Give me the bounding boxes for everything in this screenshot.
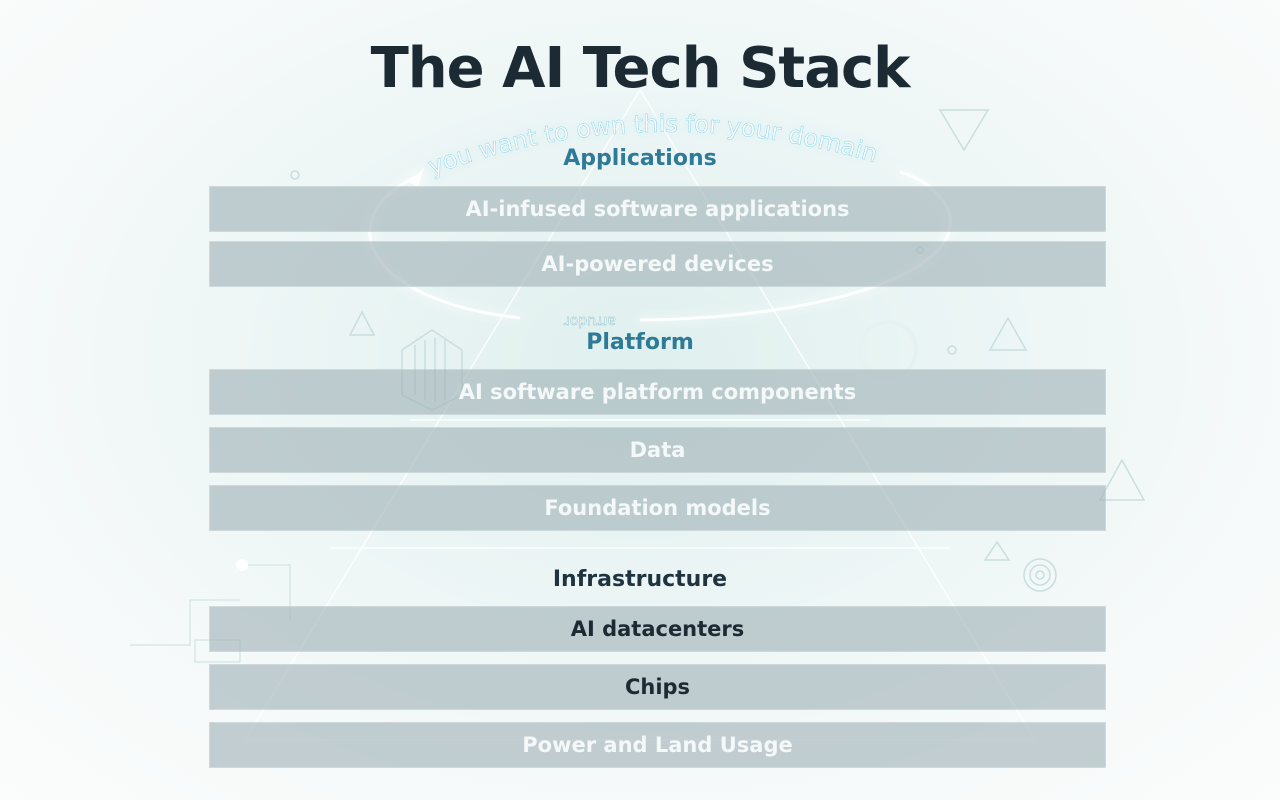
layer-ai-infused-software: AI-infused software applications — [209, 186, 1106, 232]
layer-ai-datacenters: AI datacenters — [209, 606, 1106, 652]
layer-power-land-usage: Power and Land Usage — [209, 722, 1106, 768]
triangle-deco-icon — [348, 310, 376, 336]
layer-chips: Chips — [209, 664, 1106, 710]
section-label-platform: Platform — [586, 330, 694, 355]
section-label-infrastructure: Infrastructure — [552, 567, 728, 592]
page-title: The AI Tech Stack — [370, 36, 911, 101]
layer-ai-software-platform: AI software platform components — [209, 369, 1106, 415]
layer-data: Data — [209, 427, 1106, 473]
section-label-applications: Applications — [563, 146, 717, 171]
layer-foundation-models: Foundation models — [209, 485, 1106, 531]
layer-ai-powered-devices: AI-powered devices — [209, 241, 1106, 287]
